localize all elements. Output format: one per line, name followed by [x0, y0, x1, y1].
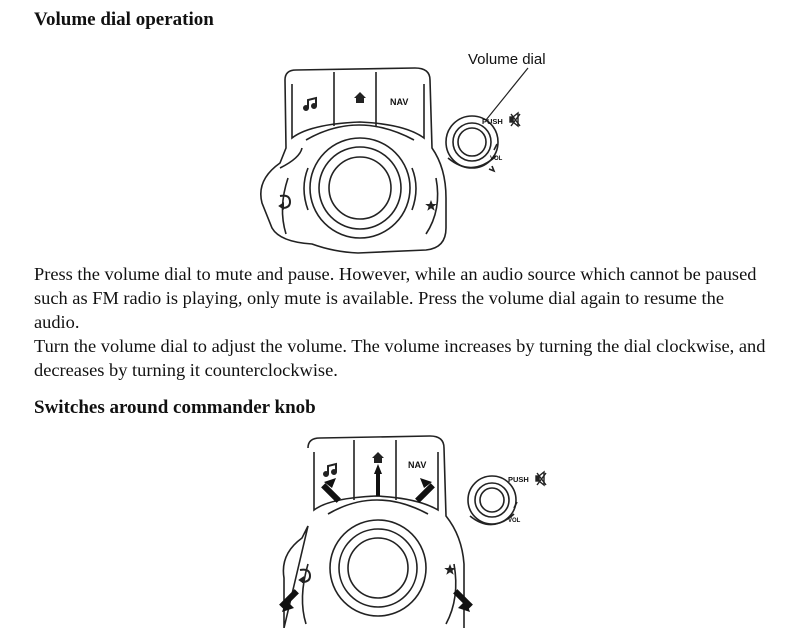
vol-label: VOL [508, 518, 521, 524]
commander-knob-outer [329, 519, 427, 617]
mute-speaker-icon [535, 470, 547, 487]
console-outline [282, 435, 465, 629]
section-heading-switches: Switches around commander knob [34, 397, 316, 418]
back-arrow-icon [298, 568, 312, 584]
commander-switches-figure: NAV PUSH VOL [270, 428, 570, 629]
section-heading-volume-dial: Volume dial operation [34, 9, 214, 30]
volume-dial-figure: Volume dial NAV PUSH VOL [250, 38, 580, 260]
pointer-arrow-icon [279, 464, 473, 612]
star-icon [425, 200, 437, 211]
mute-speaker-icon [509, 111, 521, 128]
console-outline [260, 67, 447, 254]
nav-button-label: NAV [408, 460, 426, 470]
callout-leader [485, 67, 529, 121]
back-arrow-icon [278, 194, 292, 210]
vol-label: VOL [490, 156, 503, 162]
music-note-icon [323, 462, 337, 477]
commander-knob-outer [309, 137, 411, 239]
music-note-icon [303, 96, 317, 111]
home-icon [354, 92, 366, 103]
callout-label: Volume dial [468, 51, 546, 68]
push-label: PUSH [482, 117, 503, 126]
star-icon [444, 564, 456, 575]
paragraph-mute-pause: Press the volume dial to mute and pause.… [34, 264, 757, 332]
nav-button-label: NAV [390, 97, 408, 107]
paragraph-adjust-volume: Turn the volume dial to adjust the volum… [34, 336, 766, 380]
home-icon [372, 452, 384, 463]
push-label: PUSH [508, 475, 529, 484]
